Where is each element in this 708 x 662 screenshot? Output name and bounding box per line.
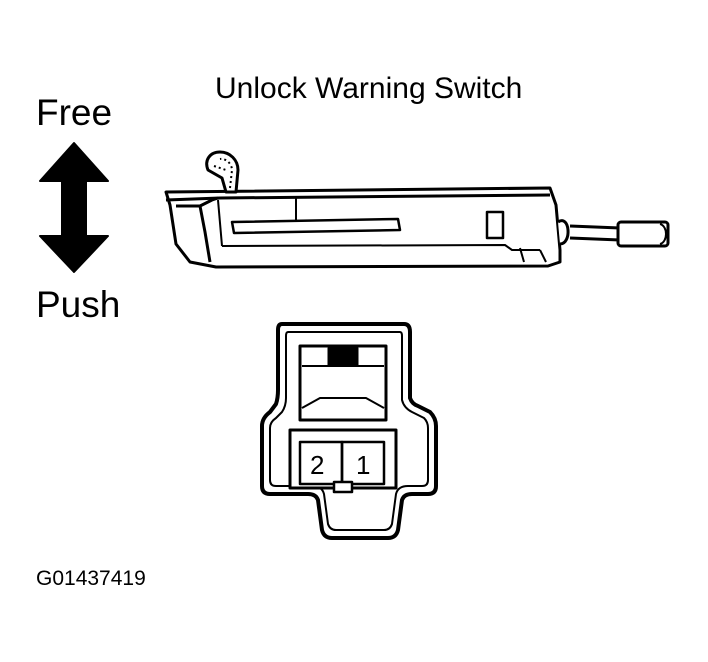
- lever-hook: [205, 150, 240, 194]
- double-arrow-icon: [39, 142, 109, 273]
- pin-number-1: 1: [356, 450, 370, 480]
- cable-plug: [557, 219, 670, 248]
- connector-face: [260, 322, 438, 540]
- push-label: Push: [36, 284, 121, 325]
- pin-cell-1: [340, 440, 386, 486]
- switch-body: [164, 186, 562, 269]
- diagram-title: Unlock Warning Switch: [215, 72, 523, 105]
- free-label: Free: [36, 92, 113, 133]
- figure-id: G01437419: [36, 567, 146, 590]
- pin-number-2: 2: [310, 450, 324, 480]
